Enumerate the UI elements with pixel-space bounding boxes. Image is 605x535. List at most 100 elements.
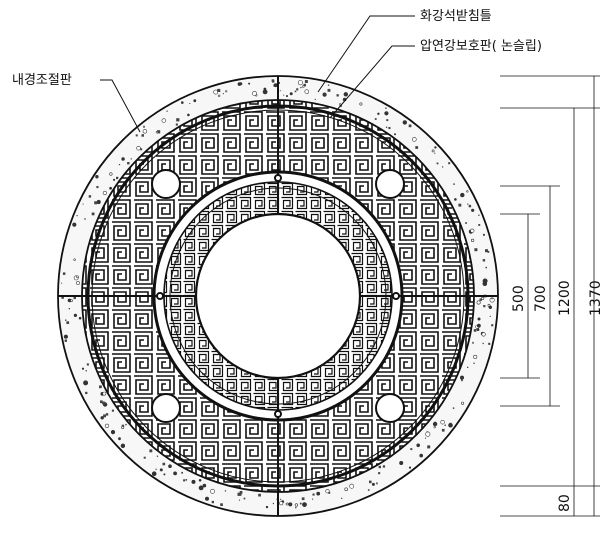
speckle — [425, 437, 427, 439]
speckle — [243, 497, 246, 500]
speckle — [410, 448, 413, 451]
speckle — [436, 162, 439, 165]
dim-1370: 1370 — [588, 280, 604, 316]
speckle — [427, 445, 431, 449]
speckle — [482, 259, 486, 262]
speckle — [193, 99, 197, 103]
speckle — [120, 443, 126, 448]
speckle — [433, 426, 436, 429]
speckle — [432, 421, 438, 427]
speckle — [488, 342, 491, 345]
speckle — [302, 502, 307, 507]
speckle — [162, 462, 166, 466]
speckle — [103, 414, 106, 418]
speckle — [271, 79, 275, 82]
speckle — [176, 118, 180, 122]
callout-leaders — [100, 15, 415, 133]
speckle — [84, 218, 86, 220]
speckle — [95, 175, 99, 179]
speckle — [130, 158, 132, 160]
speckle — [151, 471, 157, 477]
inner-adjust-plate — [163, 181, 393, 411]
speckle — [294, 503, 299, 507]
speckle — [237, 82, 242, 86]
speckle — [440, 420, 445, 425]
speckle — [112, 178, 116, 181]
speckle — [465, 222, 467, 224]
speckle — [473, 362, 475, 364]
speckle — [116, 176, 119, 180]
speckle — [82, 203, 84, 205]
speckle — [295, 507, 297, 509]
speckle — [488, 305, 492, 309]
speckle — [467, 366, 469, 368]
speckle — [73, 296, 76, 300]
speckle — [86, 363, 89, 366]
speckle — [102, 190, 107, 196]
speckle — [482, 342, 484, 345]
speckle — [157, 130, 161, 134]
speckle — [121, 425, 125, 429]
speckle — [473, 329, 477, 332]
speckle — [141, 134, 144, 137]
speckle — [81, 367, 85, 370]
speckle — [491, 297, 493, 300]
speckle — [66, 321, 70, 324]
speckle — [102, 401, 105, 405]
speckle — [349, 483, 355, 489]
speckle — [388, 127, 391, 130]
speckle — [85, 391, 88, 395]
speckle — [343, 92, 348, 97]
speckle — [68, 308, 70, 310]
speckle — [408, 466, 412, 469]
speckle — [121, 157, 125, 161]
speckle — [408, 124, 412, 128]
speckle — [471, 341, 474, 344]
speckle — [248, 82, 251, 85]
speckle — [143, 456, 146, 459]
speckle — [161, 118, 167, 123]
speckle — [85, 370, 87, 372]
speckle — [105, 413, 109, 416]
speckle — [487, 303, 491, 307]
speckle — [263, 87, 267, 91]
speckle — [96, 186, 99, 189]
speckle — [296, 88, 299, 91]
speckle — [73, 258, 76, 261]
speckle — [142, 129, 148, 134]
speckle — [478, 224, 481, 226]
speckle — [70, 299, 73, 302]
speckle — [374, 118, 377, 120]
speckle — [369, 480, 372, 484]
speckle — [441, 428, 445, 432]
speckle — [189, 103, 191, 104]
quadrant-split-lines — [58, 76, 498, 516]
speckle — [191, 479, 196, 484]
speckle — [411, 137, 417, 142]
speckle — [471, 238, 475, 242]
speckle — [382, 465, 386, 468]
speckle — [304, 89, 309, 94]
speckle — [168, 464, 172, 469]
speckle — [378, 465, 381, 469]
speckle — [312, 493, 315, 496]
speckle — [297, 80, 303, 86]
speckle — [487, 250, 490, 253]
speckle — [262, 89, 268, 95]
speckle — [102, 391, 107, 396]
speckle — [385, 126, 388, 128]
speckle — [461, 401, 465, 405]
speckle — [468, 204, 472, 208]
speckle — [76, 281, 80, 285]
speckle — [125, 423, 127, 426]
speckle — [328, 491, 331, 494]
speckle — [140, 148, 143, 151]
speckle — [273, 83, 278, 88]
dim-1200: 1200 — [557, 280, 573, 316]
speckle — [99, 385, 102, 389]
speckle — [76, 275, 79, 279]
speckle — [109, 172, 113, 176]
speckle — [289, 92, 293, 96]
speckle — [316, 491, 321, 496]
label-inner-adjust-plate: 내경조절판 — [12, 73, 72, 88]
